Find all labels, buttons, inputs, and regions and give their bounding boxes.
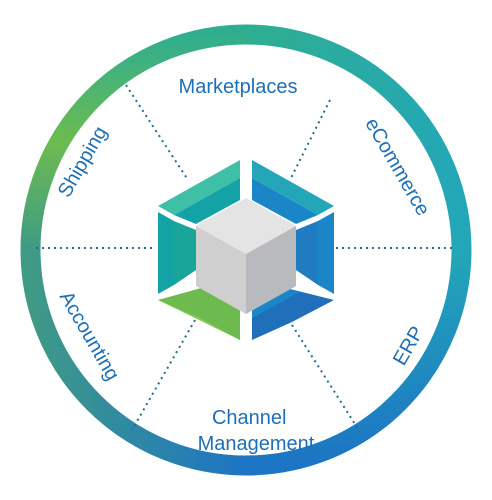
ring-arc-bottom bbox=[245, 249, 472, 476]
divider-top-left bbox=[125, 84, 189, 181]
hex-facet-top-left-outer bbox=[158, 160, 240, 215]
label-management-line: Management bbox=[198, 433, 315, 455]
label-channel-management: Channel Management bbox=[198, 407, 315, 455]
ring-arc-top bbox=[20, 24, 247, 251]
cube-left-face bbox=[196, 226, 246, 314]
hex-facet-left-outer bbox=[158, 212, 174, 294]
label-channel-line: Channel bbox=[212, 407, 287, 429]
divider-bottom-right bbox=[291, 324, 361, 433]
hex-facet-left-inner bbox=[174, 221, 196, 285]
hex-facet-top-left-inner bbox=[174, 178, 240, 224]
divider-top-right bbox=[289, 99, 331, 181]
cube-right-face bbox=[246, 226, 296, 314]
ring-arc-left bbox=[20, 249, 247, 476]
hex-facet-right-outer bbox=[318, 212, 334, 294]
ring-arc-right bbox=[245, 24, 472, 251]
hex-facet-right-inner bbox=[296, 221, 318, 285]
center-cube-icon bbox=[196, 198, 296, 314]
hex-facet-top-right-inner bbox=[252, 178, 318, 224]
label-marketplaces: Marketplaces bbox=[179, 76, 298, 98]
label-marketplaces-line: Marketplaces bbox=[179, 76, 298, 98]
divider-bottom-left bbox=[131, 319, 196, 431]
segment-dividers bbox=[36, 84, 455, 433]
outer-ring bbox=[20, 24, 472, 476]
hex-facet-top-right-outer bbox=[252, 160, 334, 215]
